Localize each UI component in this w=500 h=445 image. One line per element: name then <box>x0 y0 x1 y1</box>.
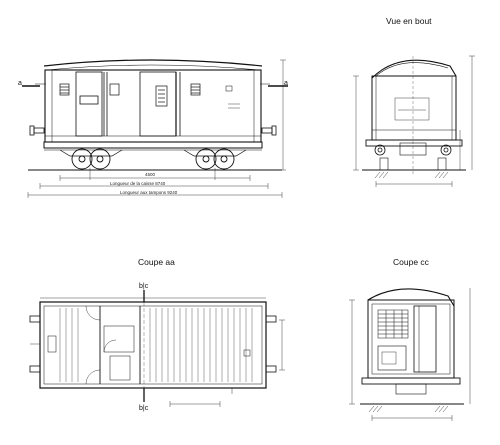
section-aa-title: Coupe aa <box>138 257 175 267</box>
section-cc <box>349 288 471 421</box>
plan-section-aa <box>29 290 285 407</box>
dimension-wheelbase: 4500 <box>145 172 156 177</box>
end-view-title: Vue en bout <box>386 16 432 26</box>
section-mark-bc-bottom: b|c <box>139 405 149 412</box>
side-elevation <box>22 59 288 198</box>
section-mark-bc-top: b|c <box>139 283 149 290</box>
side-wheels <box>71 148 235 170</box>
dimension-buffer-length: Longueur aux tampons 9240 <box>120 190 178 195</box>
dimension-body-length: Longueur de la caisse 8740 <box>110 181 166 186</box>
section-cc-title: Coupe cc <box>393 257 429 267</box>
section-mark-a-right: a <box>284 80 288 87</box>
end-view <box>353 55 475 187</box>
section-mark-a-left: a <box>18 80 22 87</box>
